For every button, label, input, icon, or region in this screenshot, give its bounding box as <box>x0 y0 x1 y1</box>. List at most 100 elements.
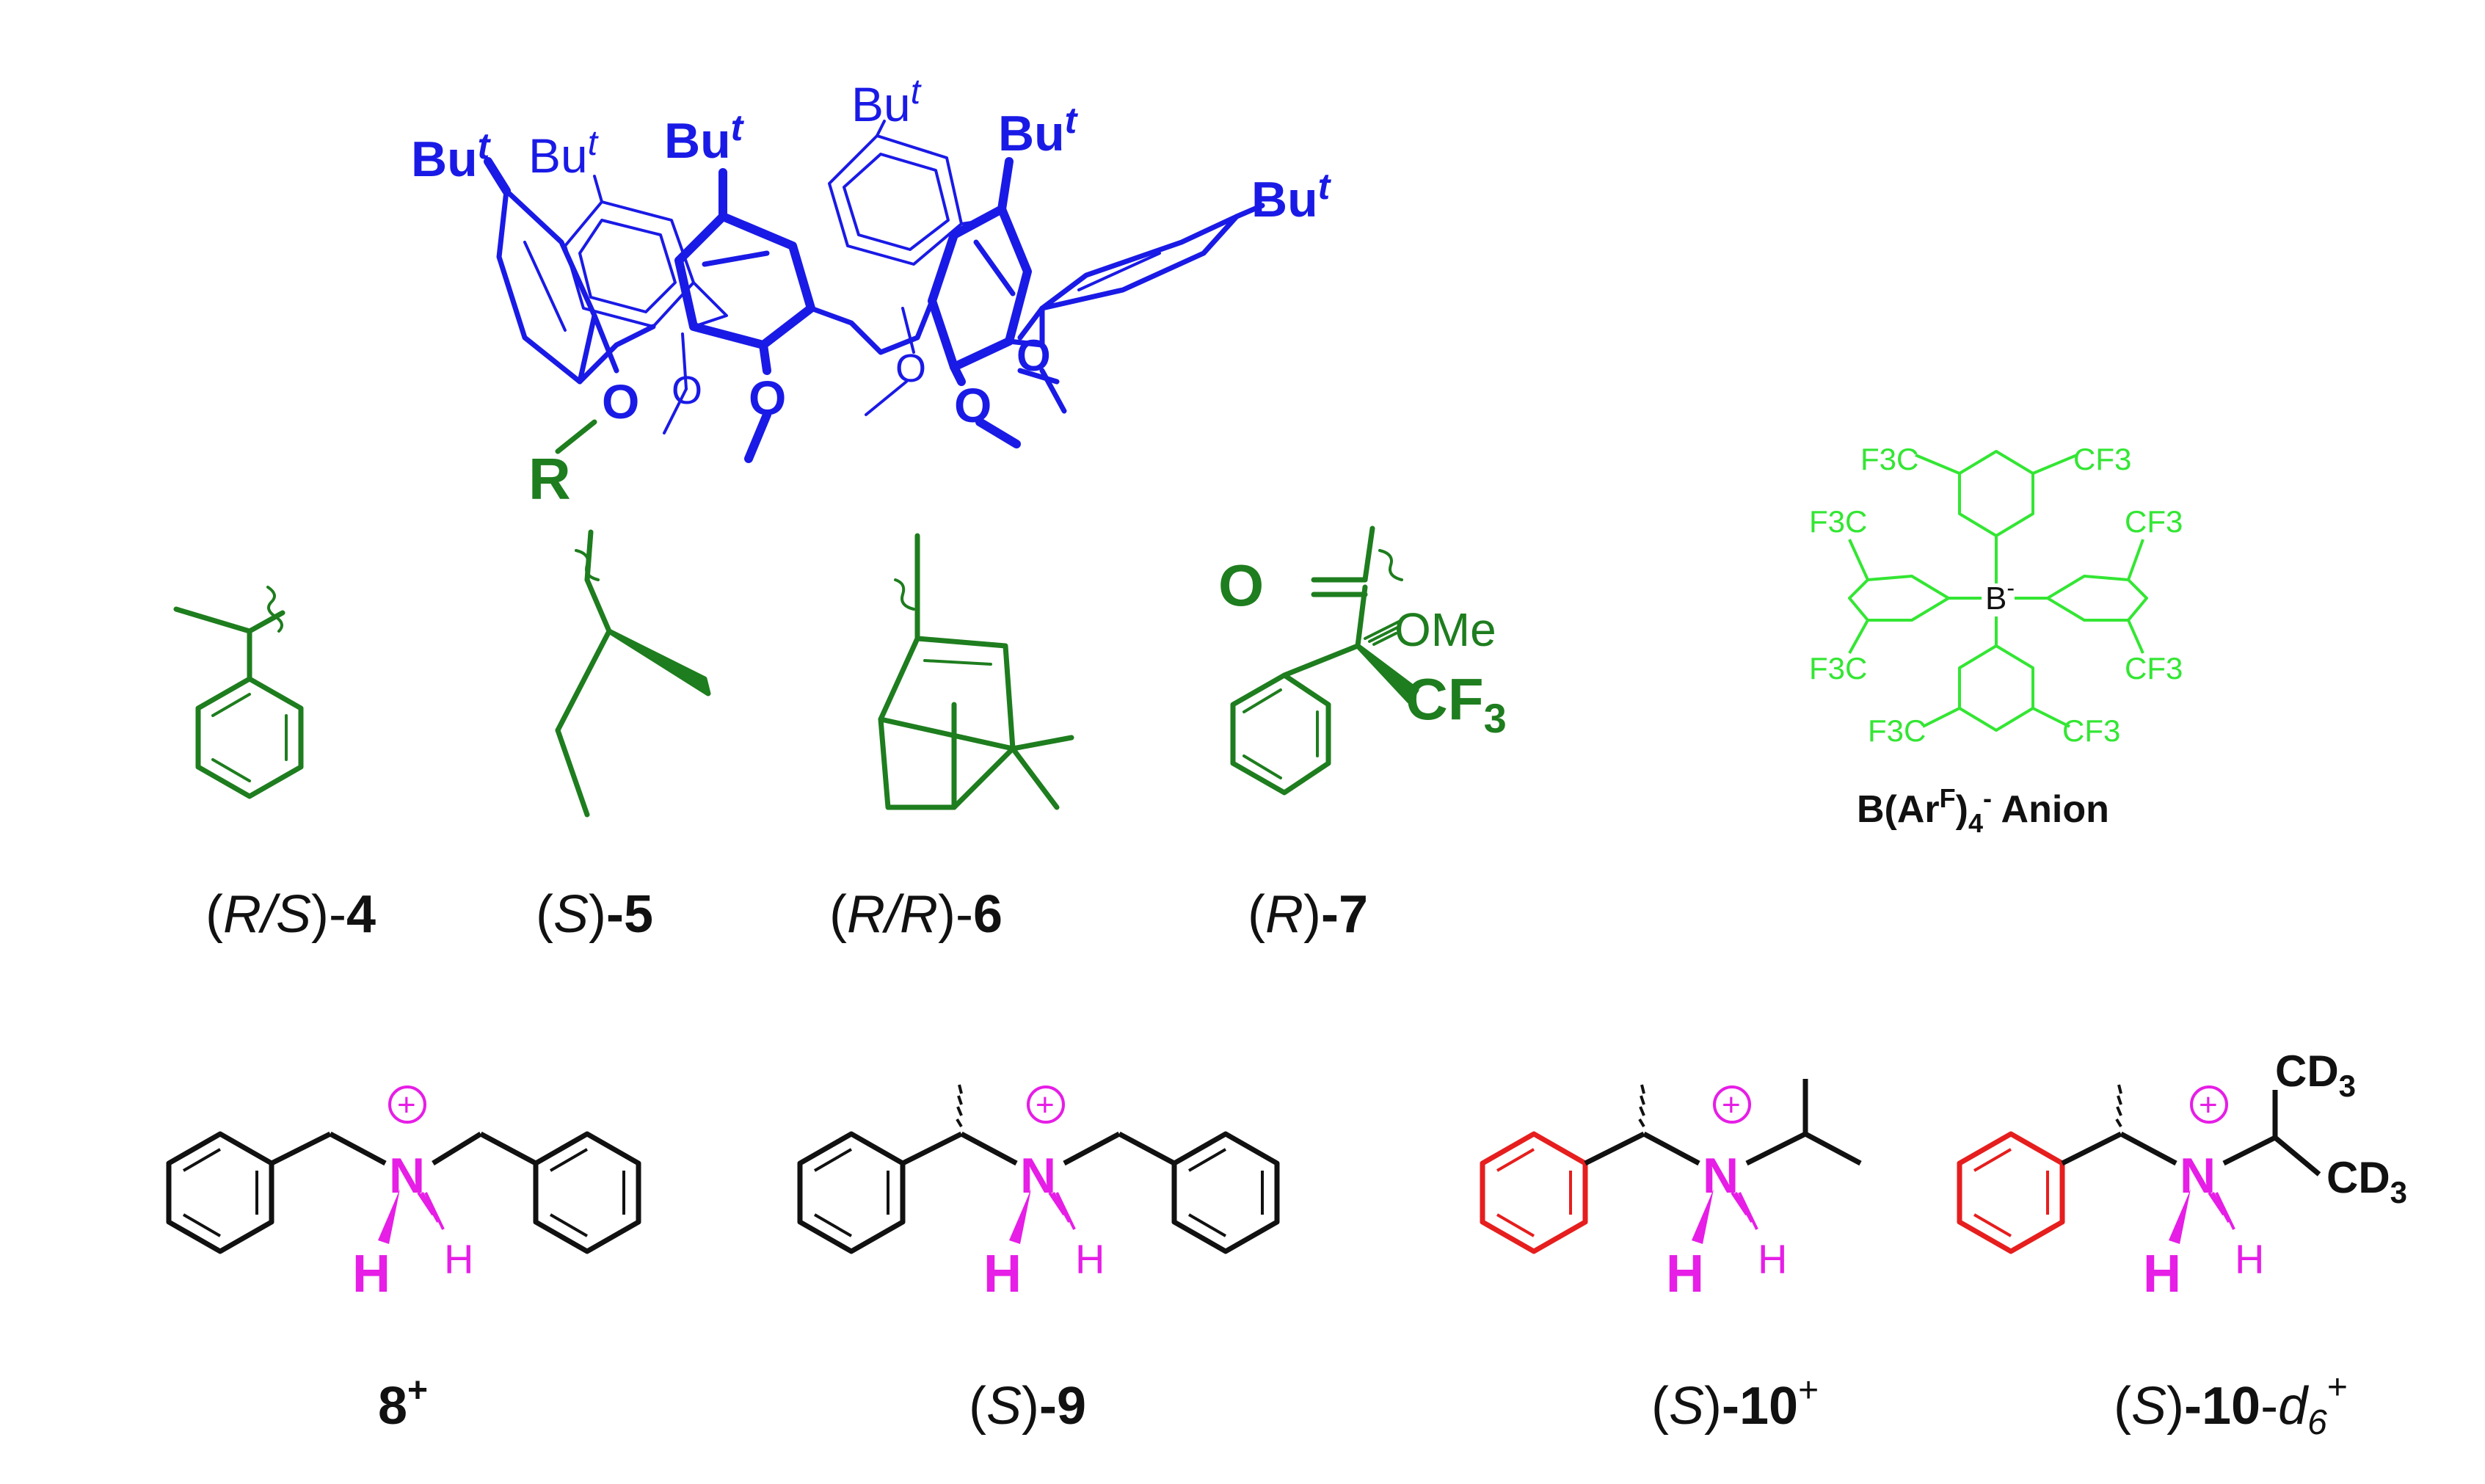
ammonium-10-plus: + <box>1722 1087 1741 1123</box>
ammonium-9-h-bold: H <box>983 1245 1022 1303</box>
calix-ome-5 <box>950 363 966 386</box>
calix-tbu-bond-1 <box>484 157 511 195</box>
calix-oxygen-6: O <box>1016 331 1051 380</box>
calix-ring-1 <box>496 188 597 385</box>
calix-r-bond <box>555 419 597 454</box>
anion-cf3-top-left: F3C <box>1860 442 1918 476</box>
anion-cf3-left-top: F3C <box>1809 504 1867 539</box>
calix-oxygen-labels: O O O O O O <box>602 331 1051 432</box>
calix-tbu-label-2: But <box>528 124 599 183</box>
anion-cf3-right-bottom: CF3 <box>2125 651 2183 685</box>
calix-ring-1-inner <box>523 241 567 332</box>
calix-oxygen-3: O <box>749 371 786 425</box>
anion-structure <box>1848 450 2148 732</box>
calix-tbu-bond-4 <box>876 120 886 137</box>
calix-r-group: R <box>528 446 571 512</box>
ammonium-10-nh: + N H H <box>1666 1085 1787 1303</box>
anion-boron: B- <box>1985 575 2015 616</box>
substituent-captions: (R/S)-4 (S)-5 (R/R)-6 (R)-7 <box>205 885 1368 944</box>
calix-tbu-label-1: But <box>411 126 492 187</box>
ammonium-8-plus: + <box>397 1087 416 1123</box>
calix-ring-5-dbl <box>973 239 1016 297</box>
ammonium-9-plus: + <box>1036 1087 1055 1123</box>
calix-tbu-label-5: But <box>998 100 1079 161</box>
calix-oxygen-4: O <box>895 346 926 390</box>
anion-cf3-bottom-right: CF3 <box>2062 713 2120 748</box>
caption-6: (R/R)-6 <box>829 885 1003 944</box>
calix-tbu-labels: But But But But But But <box>411 73 1332 228</box>
ammonium-8-h-bold: H <box>352 1245 390 1303</box>
ammonium-10-h: H <box>1758 1236 1787 1282</box>
ammonium-10d6-plus: + <box>2199 1087 2218 1123</box>
calix-oxygen-5: O <box>954 378 992 432</box>
caption-8: 8+ <box>378 1371 428 1436</box>
ammonium-8-nh: + N H H <box>352 1085 473 1303</box>
calixarene-structure <box>484 120 1265 463</box>
calix-ome-6 <box>1017 305 1045 341</box>
substituent-5-structure <box>555 529 711 818</box>
ammonium-9-structure <box>797 1084 1280 1254</box>
calix-tbu-bond-5 <box>997 157 1014 214</box>
ammonium-10-n: N <box>1703 1148 1739 1204</box>
ammonium-10-structure <box>1480 1079 1862 1254</box>
substituent-6-structure <box>878 533 1074 810</box>
ammonium-8-structure <box>166 1131 641 1254</box>
calix-ome-4b <box>865 380 908 416</box>
calix-tbu-bond-6 <box>1234 203 1265 219</box>
ammonium-8-h: H <box>444 1236 473 1282</box>
calix-o-bond-1 <box>592 313 619 374</box>
caption-9: (S)-9 <box>969 1377 1086 1436</box>
calix-tbu-bond-2 <box>593 175 603 203</box>
ammonium-9-nh: + N H H <box>983 1085 1105 1303</box>
calix-ome-5b <box>975 418 1021 448</box>
anion-caption: B(ArF)4- Anion <box>1857 783 2109 838</box>
calix-tbu-label-3: But <box>664 107 745 169</box>
ammonium-10d6-nh: + N H H <box>2143 1085 2264 1303</box>
calix-ome-4 <box>901 307 915 354</box>
calix-bridge-5 <box>1006 305 1045 348</box>
caption-5: (S)-5 <box>536 885 653 944</box>
calix-tbu-label-6: But <box>1251 166 1332 228</box>
ammonium-8-n: N <box>389 1148 425 1204</box>
calix-ring-2-inner <box>578 219 677 313</box>
calix-ring-4-inner <box>843 153 950 251</box>
calix-ring-4 <box>828 134 963 266</box>
calix-bridge-1 <box>577 324 656 385</box>
ammonium-10d6-structure <box>1957 1084 2321 1254</box>
caption-10-d6: (S)-10-d6+ <box>2114 1368 2348 1442</box>
calix-ome-2 <box>681 332 688 390</box>
substituent-7-ome: OMe <box>1394 603 1496 656</box>
substituent-7-structure <box>1230 525 1419 796</box>
caption-7: (R)-7 <box>1248 885 1368 944</box>
calix-tbu-label-4: But <box>851 73 922 131</box>
calix-ome-6c <box>1017 368 1060 385</box>
anion-cf3-top-right: CF3 <box>2073 442 2131 476</box>
ammonium-10d6-cd3-right: CD3 <box>2326 1153 2407 1210</box>
calix-ome-3 <box>759 341 771 375</box>
ammonium-10-h-bold: H <box>1666 1245 1704 1303</box>
substituent-4-structure <box>173 586 304 799</box>
calix-oxygen-1: O <box>602 374 639 429</box>
anion-cf3-left-bottom: F3C <box>1809 651 1867 685</box>
ammonium-9-h: H <box>1075 1236 1105 1282</box>
ammonium-10d6-h: H <box>2235 1236 2264 1282</box>
substituent-structures: O OMe CF3 <box>173 525 1507 818</box>
calix-ring-6-inner <box>1077 252 1161 291</box>
calix-bridge-2 <box>692 281 728 328</box>
anion-labels: B- F3C CF3 F3C CF3 F3C CF3 F3C CF3 <box>1809 442 2183 748</box>
calix-bridge-4 <box>960 208 1003 225</box>
anion-cf3-bottom-left: F3C <box>1868 713 1926 748</box>
caption-10: (S)-10+ <box>1651 1371 1819 1436</box>
calix-ome-2b <box>663 388 688 434</box>
ammonium-9-n: N <box>1020 1148 1056 1204</box>
calix-oxygen-2: O <box>672 368 702 412</box>
caption-4: (R/S)-4 <box>205 885 376 944</box>
substituent-7-ketone-o: O <box>1218 553 1264 618</box>
ammonium-10d6-h-bold: H <box>2143 1245 2181 1303</box>
substituent-7-cf3: CF3 <box>1405 666 1507 741</box>
ammonium-10d6-n: N <box>2180 1148 2216 1204</box>
calix-ome-3b <box>744 410 771 463</box>
calix-ring-3-dbl <box>702 250 770 267</box>
calix-bridge-3 <box>808 298 935 355</box>
